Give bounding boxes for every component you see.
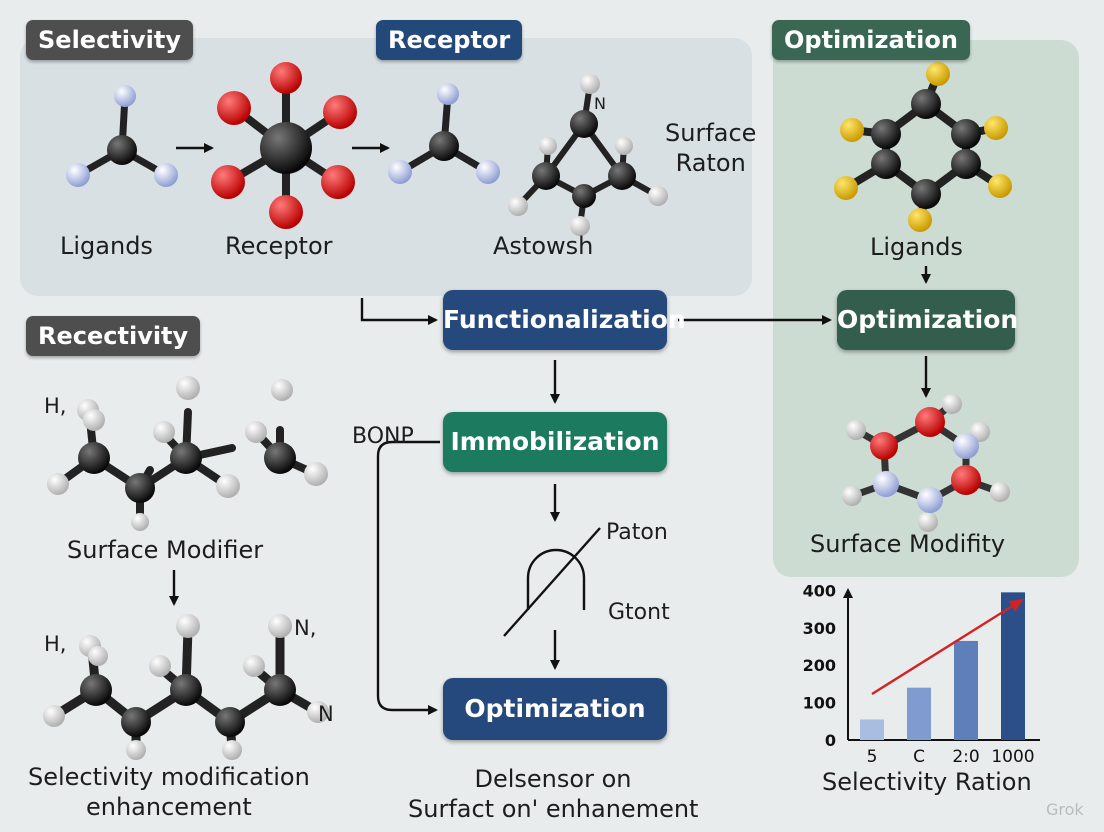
label-atom-n1: N, <box>294 616 317 640</box>
label-astowsh: Astowsh <box>493 232 594 260</box>
bar-3 <box>1001 592 1025 740</box>
label-surface-modifity: Surface Modifity <box>810 530 1006 558</box>
label-bonp: BONP <box>352 424 414 449</box>
bar-0 <box>860 719 884 740</box>
label-atom-n-top: N <box>594 94 606 113</box>
y-tick-2: 200 <box>803 656 836 675</box>
immobilization-box: Immobilization <box>443 412 667 472</box>
label-gtont: Gtont <box>608 600 670 625</box>
x-ticks: 5 C 2:0 1000 <box>867 747 1035 767</box>
bar-2 <box>954 640 978 740</box>
bonp-connector <box>376 440 440 715</box>
x-tick-2: 2:0 <box>952 747 979 767</box>
chart-xlabel: Selectivity Ration <box>822 768 1032 796</box>
y-tick-4: 400 <box>803 581 836 600</box>
watermark: Grok <box>1046 800 1084 819</box>
bar-1 <box>907 687 931 740</box>
tag-selectivity: Selectivity <box>26 20 193 60</box>
surface-modifity-molecule <box>842 394 1010 532</box>
tag-receptor: Receptor <box>376 20 523 60</box>
y-tick-0: 0 <box>825 731 836 750</box>
tag-optimization: Optimization <box>772 20 970 60</box>
label-paton: Paton <box>606 520 668 545</box>
astowsh-molecule <box>508 74 668 236</box>
bars-layer <box>860 592 1025 740</box>
label-ligands-left: Ligands <box>60 232 153 260</box>
x-tick-1: C <box>913 747 925 767</box>
tag-recectivity: Recectivity <box>26 316 201 356</box>
y-tick-3: 300 <box>803 619 836 638</box>
functionalization-box: Functionalization <box>443 290 686 350</box>
ligand-ring-yellow <box>834 62 1012 232</box>
x-tick-0: 5 <box>867 747 878 767</box>
label-atom-n2: N <box>318 702 334 726</box>
label-surface-raton: Surface Raton <box>665 119 757 177</box>
receptor-molecule <box>211 62 357 229</box>
optimization-box-right: Optimization <box>837 290 1018 350</box>
ligand-molecule-left <box>66 85 178 187</box>
optimization-box-center: Optimization <box>443 678 667 740</box>
trend-arrow <box>871 598 1024 696</box>
ligand-molecule-middle <box>388 83 500 184</box>
label-surface-modifier: Surface Modifier <box>67 536 264 564</box>
arrow-to-functionalization <box>360 298 438 325</box>
label-delsensor: Delsensor on Surfact on' enhanement <box>408 765 699 823</box>
sensor-symbol <box>503 527 601 637</box>
label-selectivity-enhancement: Selectivity modification enhancement <box>28 763 310 821</box>
surface-modifier-molecule <box>47 376 328 531</box>
label-atom-h2: H, <box>44 632 67 656</box>
y-ticks: 0 100 200 300 400 <box>803 581 836 750</box>
selectivity-enhancement-molecule <box>43 614 329 760</box>
label-ligands-right: Ligands <box>870 233 963 261</box>
y-tick-1: 100 <box>803 694 836 713</box>
x-tick-3: 1000 <box>991 747 1034 767</box>
label-receptor: Receptor <box>225 232 333 260</box>
label-atom-h1: H, <box>44 394 67 418</box>
